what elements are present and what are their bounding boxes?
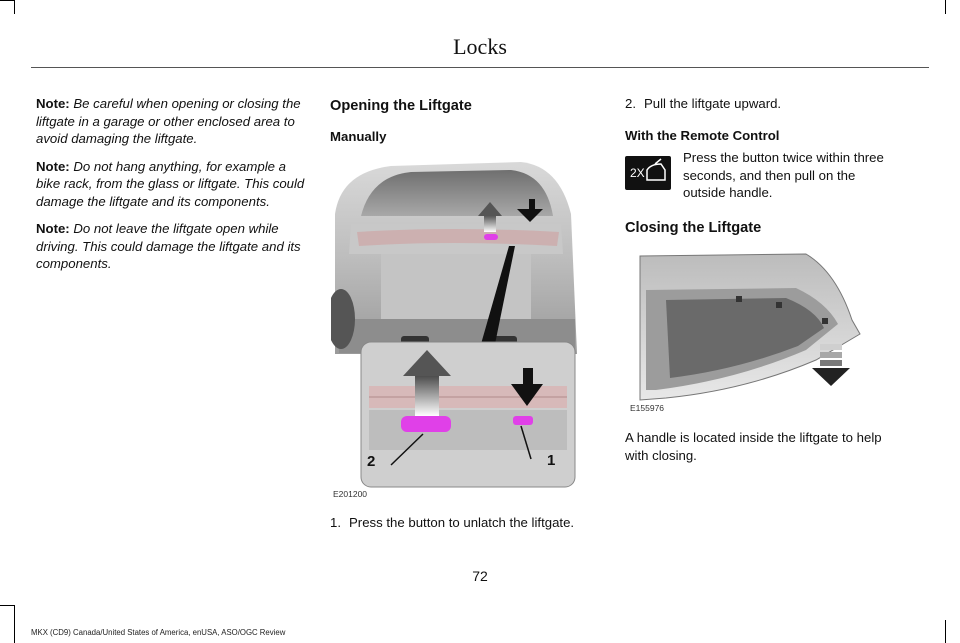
closing-figure: E155976: [625, 249, 877, 415]
liftgate-open-icon: [646, 158, 666, 181]
liftgate-figure: 2 1 E201200: [330, 153, 580, 500]
note-label: Note:: [36, 221, 70, 236]
note-label: Note:: [36, 158, 70, 174]
liftgate-2x-icon: 2X: [625, 156, 671, 190]
section-heading-closing: Closing the Liftgate: [625, 219, 762, 236]
crop-mark-top-left: [0, 0, 14, 1]
note-text: Do not hang anything, for example a bike…: [36, 158, 305, 209]
note-3: Note: Do not leave the liftgate open whi…: [36, 220, 308, 273]
crop-mark-bottom-left: [14, 605, 15, 643]
remote-text: Press the button twice within three seco…: [683, 150, 884, 200]
page-header: Locks: [453, 34, 507, 59]
liftgate-illustration: [331, 162, 577, 488]
step-number: 1.: [330, 515, 341, 530]
closing-text: A handle is located inside the liftgate …: [625, 430, 882, 463]
figure-code: E155976: [630, 403, 665, 413]
liftgate-interior-illustration: [639, 250, 876, 414]
callout-1: 1: [547, 452, 556, 469]
crop-mark-top-right: [945, 0, 946, 14]
note-2: Note: Do not hang anything, for example …: [36, 158, 308, 211]
note-1: Note: Be careful when opening or closing…: [36, 95, 308, 148]
section-heading-opening: Opening the Liftgate: [330, 98, 472, 114]
page-number: 72: [472, 568, 488, 584]
note-text: Be careful when opening or closing the l…: [36, 96, 301, 146]
footer-text: MKX (CD9) Canada/United States of Americ…: [31, 628, 286, 637]
figure-code: E201200: [333, 489, 368, 499]
subheading-manually: Manually: [330, 128, 387, 144]
remote-instruction: 2X Press the button twice within three s…: [625, 150, 900, 202]
header-rule: [31, 67, 929, 68]
opening-column: Opening the Liftgate Manually: [330, 95, 598, 532]
subheading-remote: With the Remote Control: [625, 127, 780, 143]
crop-mark-bottom-left-h: [0, 605, 14, 606]
step-text: Pull the liftgate upward.: [644, 96, 782, 111]
note-label: Note:: [36, 96, 70, 111]
step-1: 1. Press the button to unlatch the liftg…: [330, 514, 598, 532]
notes-column: Note: Be careful when opening or closing…: [36, 95, 308, 283]
remote-closing-column: 2. Pull the liftgate upward. With the Re…: [625, 95, 900, 474]
step-2: 2. Pull the liftgate upward.: [625, 95, 900, 113]
step-number: 2.: [625, 96, 636, 111]
callout-2: 2: [367, 453, 376, 470]
crop-mark-top-left-v: [14, 0, 15, 14]
step-text: Press the button to unlatch the liftgate…: [349, 515, 575, 530]
remote-icon-label: 2X: [630, 166, 645, 180]
crop-mark-bottom-right: [945, 620, 946, 643]
note-text: Do not leave the liftgate open while dri…: [36, 221, 301, 271]
